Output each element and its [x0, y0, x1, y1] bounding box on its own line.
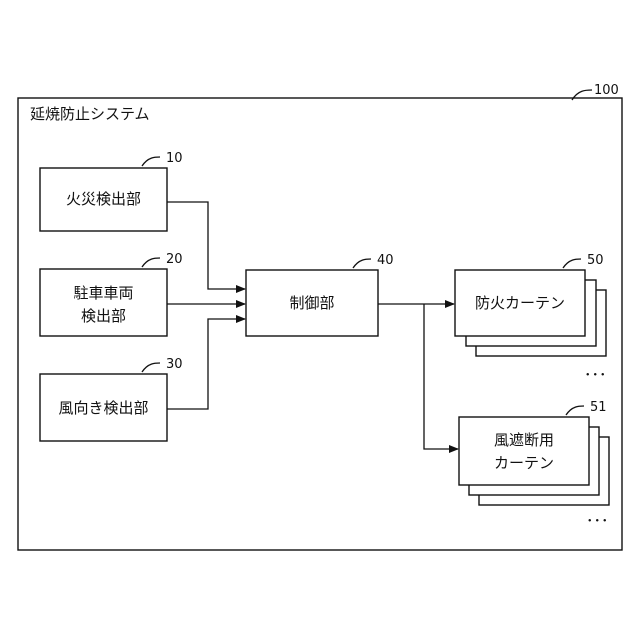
wind-curtain-more: ･･･ — [586, 512, 609, 530]
wind-curtain-label-2: カーテン — [494, 454, 554, 472]
wind-curtain-box — [459, 417, 589, 485]
wind-curtain-label-1: 風遮断用 — [494, 431, 554, 449]
vehicle-detector-ref: 20 — [166, 252, 183, 267]
controller-ref: 40 — [377, 253, 394, 268]
system-title: 延焼防止システム — [30, 105, 150, 123]
wind-curtain-ref: 51 — [590, 400, 607, 415]
vehicle-detector-box — [40, 269, 167, 336]
vehicle-detector-label-1: 駐車車両 — [73, 284, 133, 302]
fire-curtain-more: ･･･ — [584, 366, 607, 384]
fire-detector-ref: 10 — [166, 151, 183, 166]
fire-curtain-ref: 50 — [587, 253, 604, 268]
system-ref: 100 — [594, 83, 619, 98]
wind-detector-label: 風向き検出部 — [58, 399, 148, 417]
controller-label: 制御部 — [289, 294, 334, 312]
vehicle-detector-label-2: 検出部 — [81, 307, 126, 325]
fire-curtain-label: 防火カーテン — [475, 294, 565, 312]
wind-detector-ref: 30 — [166, 357, 183, 372]
fire-detector-label: 火災検出部 — [66, 190, 141, 208]
